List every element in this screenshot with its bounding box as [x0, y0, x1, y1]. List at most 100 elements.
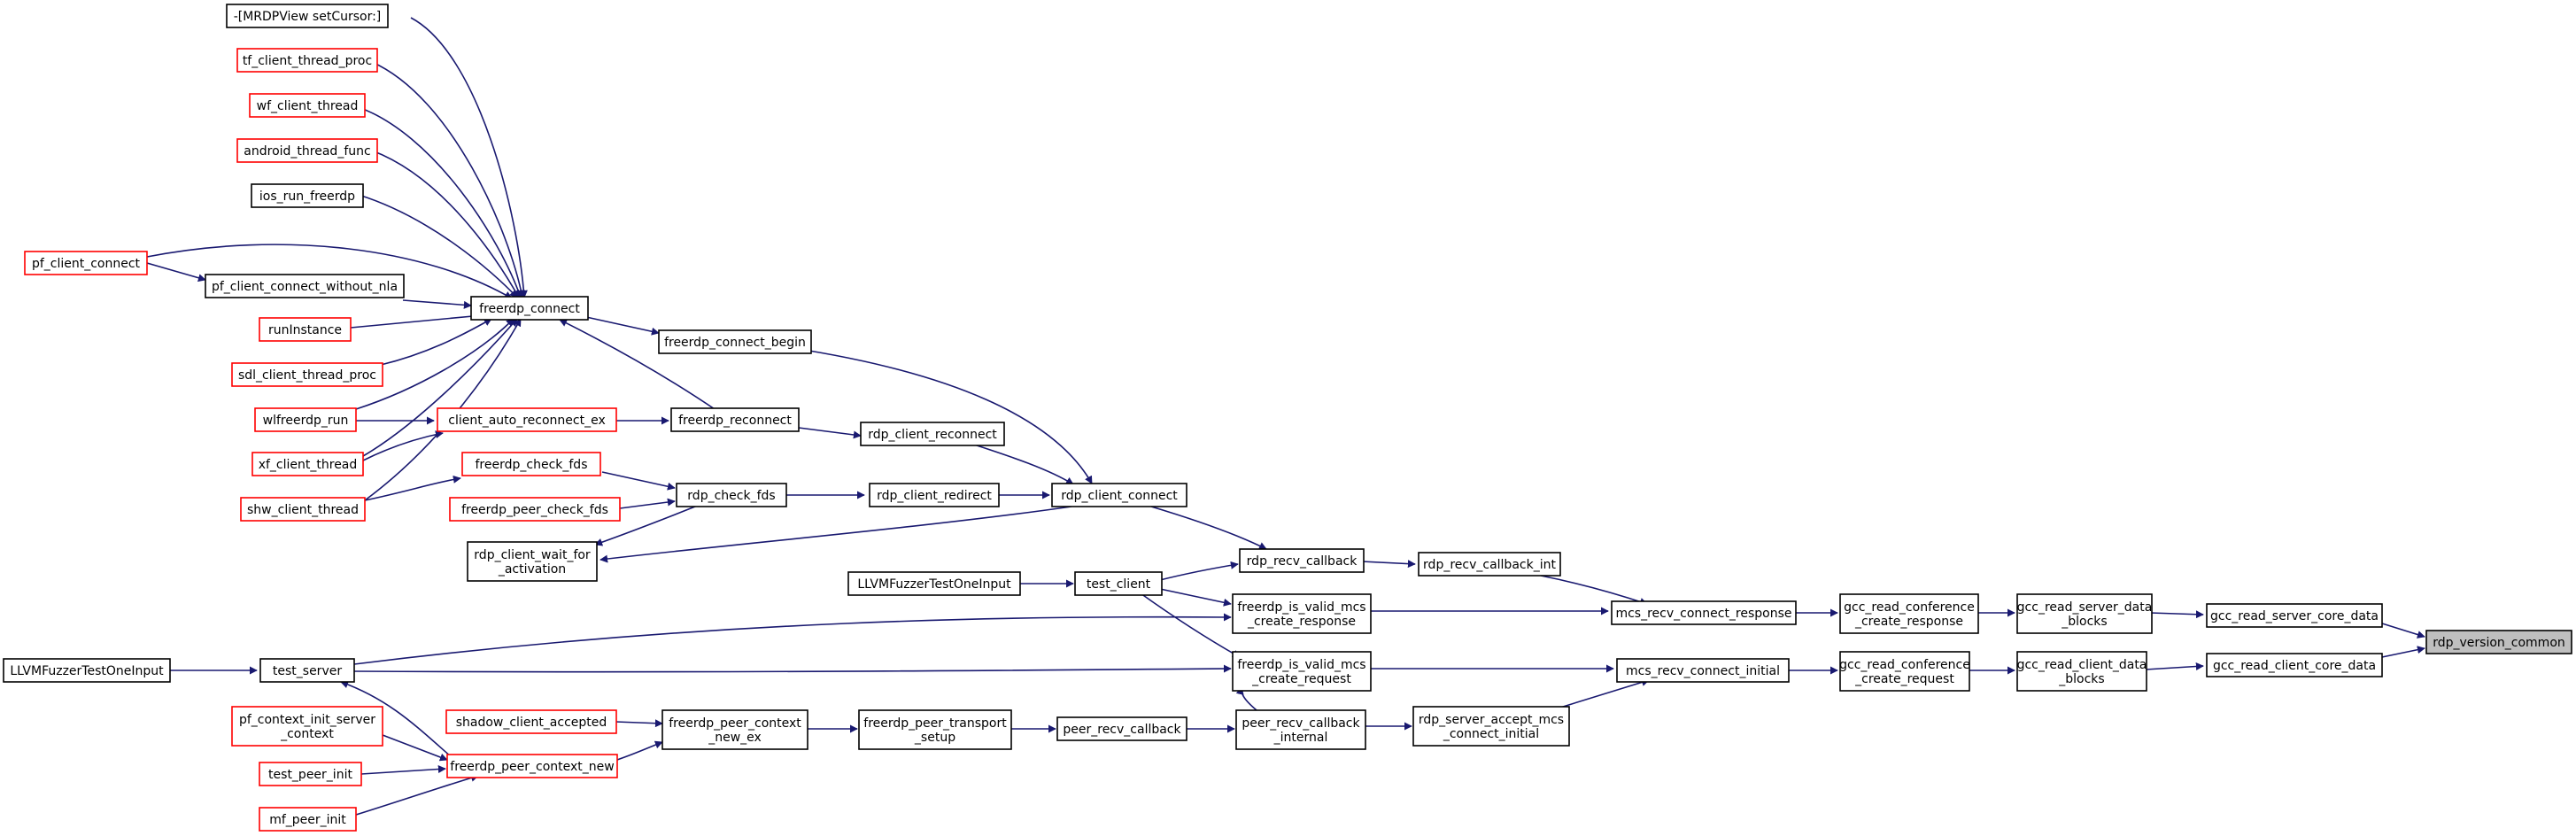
node-freerdp-peer-context-new[interactable]: freerdp_peer_context_new: [446, 754, 618, 778]
node-llvm-fuzzer-1-label: LLVMFuzzerTestOneInput: [857, 577, 1011, 592]
node-rdp-client-reconnect[interactable]: rdp_client_reconnect: [860, 422, 1005, 446]
node-rdp-recv-callback-label: rdp_recv_callback: [1247, 554, 1358, 569]
node-xf-client-thread-label: xf_client_thread: [259, 458, 358, 472]
node-sdl-client-thread-proc[interactable]: sdl_client_thread_proc: [231, 362, 383, 387]
node-rdp-recv-callback-int-box: [1418, 552, 1561, 577]
node-freerdp-peer-context-new-ex-box: [661, 709, 808, 750]
node-freerdp-check-fds[interactable]: freerdp_check_fds: [461, 452, 601, 476]
node-gcc-read-conference-create-response[interactable]: gcc_read_conference_create_response: [1839, 593, 1979, 634]
node-gcc-read-conference-create-response-label-2: _create_response: [1854, 615, 1963, 629]
node-peer-recv-callback-internal-box: [1235, 709, 1366, 750]
node-gcc-read-client-core-data[interactable]: gcc_read_client_core_data: [2206, 653, 2383, 677]
node-test-server-box: [259, 658, 355, 683]
node-shadow-client-accepted-label: shadow_client_accepted: [456, 716, 607, 730]
node-freerdp-check-fds-box: [461, 452, 601, 476]
node-gcc-read-server-core-data[interactable]: gcc_read_server_core_data: [2206, 603, 2383, 628]
node-rdp-recv-callback[interactable]: rdp_recv_callback: [1239, 548, 1365, 573]
node-shw-client-thread-label: shw_client_thread: [247, 503, 359, 517]
edge-pf-client-connect-without-nla-to-freerdp-connect: [402, 299, 472, 309]
node-rdp-version-common[interactable]: rdp_version_common: [2425, 630, 2572, 654]
node-freerdp-reconnect[interactable]: freerdp_reconnect: [670, 407, 800, 432]
node-freerdp-is-valid-mcs-create-response[interactable]: freerdp_is_valid_mcs_create_response: [1232, 593, 1372, 634]
node-wf-client-thread-box: [249, 93, 366, 118]
node-test-server[interactable]: test_server: [259, 658, 355, 683]
node-mrdp-set-cursor[interactable]: -[MRDPView setCursor:]: [226, 4, 389, 28]
node-test-peer-init-label: test_peer_init: [268, 768, 352, 782]
node-freerdp-connect[interactable]: freerdp_connect: [470, 296, 589, 321]
node-freerdp-is-valid-mcs-create-request-label-2: _create_request: [1251, 672, 1351, 686]
node-run-instance[interactable]: runInstance: [259, 317, 352, 342]
node-peer-recv-callback-label: peer_recv_callback: [1063, 723, 1181, 737]
node-freerdp-peer-context-new-ex[interactable]: freerdp_peer_context_new_ex: [661, 709, 808, 750]
node-client-auto-reconnect-ex[interactable]: client_auto_reconnect_ex: [437, 407, 617, 432]
node-rdp-client-wait-for-activation[interactable]: rdp_client_wait_for_activation: [467, 541, 598, 582]
node-shadow-client-accepted[interactable]: shadow_client_accepted: [445, 709, 617, 734]
node-xf-client-thread[interactable]: xf_client_thread: [251, 452, 364, 476]
node-gcc-read-server-data-blocks[interactable]: gcc_read_server_data_blocks: [2016, 593, 2153, 634]
node-rdp-client-connect[interactable]: rdp_client_connect: [1051, 483, 1187, 507]
node-rdp-server-accept-mcs-connect-initial-label-2: _connect_initial: [1443, 727, 1539, 741]
node-wf-client-thread[interactable]: wf_client_thread: [249, 93, 366, 118]
node-pf-client-connect-label: pf_client_connect: [32, 257, 141, 271]
node-mf-peer-init[interactable]: mf_peer_init: [259, 807, 357, 832]
edge-gcc-read-server-data-blocks-to-gcc-read-server-core-data: [2149, 610, 2204, 619]
node-test-peer-init[interactable]: test_peer_init: [259, 762, 362, 786]
edge-shw-client-thread-to-freerdp-check-fds: [364, 475, 461, 501]
node-rdp-recv-callback-int[interactable]: rdp_recv_callback_int: [1418, 552, 1561, 577]
node-freerdp-is-valid-mcs-create-response-label-1: freerdp_is_valid_mcs: [1237, 600, 1365, 615]
node-gcc-read-conference-create-request[interactable]: gcc_read_conference_create_request: [1839, 651, 1970, 692]
node-peer-recv-callback-internal-label-2: _internal: [1273, 731, 1328, 745]
node-mcs-recv-connect-initial-label: mcs_recv_connect_initial: [1626, 664, 1780, 678]
node-llvm-fuzzer-2[interactable]: LLVMFuzzerTestOneInput: [3, 658, 171, 683]
node-freerdp-peer-context-new-ex-label-2: _new_ex: [708, 731, 762, 745]
node-mcs-recv-connect-response-label: mcs_recv_connect_response: [1615, 607, 1791, 621]
node-pf-client-connect-without-nla[interactable]: pf_client_connect_without_nla: [205, 274, 405, 298]
edge-shadow-client-accepted-to-freerdp-peer-context-new-ex: [615, 719, 663, 728]
node-pf-context-init-server-context-label-1: pf_context_init_server: [239, 713, 375, 727]
node-freerdp-peer-transport-setup[interactable]: freerdp_peer_transport_setup: [858, 709, 1012, 750]
node-peer-recv-callback-internal[interactable]: peer_recv_callback_internal: [1235, 709, 1366, 750]
node-mcs-recv-connect-response[interactable]: mcs_recv_connect_response: [1611, 600, 1797, 625]
node-tf-client-thread-proc[interactable]: tf_client_thread_proc: [236, 48, 378, 73]
node-gcc-read-client-data-blocks-box: [2016, 651, 2147, 692]
node-freerdp-peer-transport-setup-label-1: freerdp_peer_transport: [863, 716, 1007, 731]
node-test-client[interactable]: test_client: [1074, 571, 1163, 596]
node-android-thread-func[interactable]: android_thread_func: [236, 138, 378, 163]
node-rdp-server-accept-mcs-connect-initial[interactable]: rdp_server_accept_mcs_connect_initial: [1412, 706, 1570, 747]
node-mcs-recv-connect-initial[interactable]: mcs_recv_connect_initial: [1616, 658, 1790, 683]
node-freerdp-connect-begin[interactable]: freerdp_connect_begin: [658, 329, 812, 354]
node-xf-client-thread-box: [251, 452, 364, 476]
node-rdp-check-fds-box: [676, 483, 787, 507]
node-client-auto-reconnect-ex-label: client_auto_reconnect_ex: [448, 414, 605, 428]
node-sdl-client-thread-proc-label: sdl_client_thread_proc: [238, 368, 376, 383]
node-freerdp-is-valid-mcs-create-request[interactable]: freerdp_is_valid_mcs_create_request: [1232, 651, 1372, 692]
node-gcc-read-client-core-data-label: gcc_read_client_core_data: [2213, 659, 2376, 673]
edge-gcc-read-server-core-data-to-rdp-version-common: [2381, 623, 2425, 639]
edge-rdp-recv-callback-to-rdp-recv-callback-int: [1361, 560, 1416, 569]
node-pf-client-connect-without-nla-box: [205, 274, 405, 298]
node-gcc-read-client-data-blocks[interactable]: gcc_read_client_data_blocks: [2016, 651, 2147, 692]
node-rdp-client-wait-for-activation-label-1: rdp_client_wait_for: [474, 548, 591, 562]
node-peer-recv-callback-box: [1056, 716, 1187, 741]
node-freerdp-connect-begin-label: freerdp_connect_begin: [664, 336, 806, 350]
node-ios-run-freerdp[interactable]: ios_run_freerdp: [251, 183, 364, 208]
node-peer-recv-callback[interactable]: peer_recv_callback: [1056, 716, 1187, 741]
node-freerdp-connect-box: [470, 296, 589, 321]
node-rdp-client-redirect[interactable]: rdp_client_redirect: [869, 483, 1000, 507]
edge-pf-client-connect-to-pf-client-connect-without-nla: [146, 262, 206, 283]
edge-freerdp-connect-begin-to-rdp-client-connect: [792, 347, 1093, 484]
node-llvm-fuzzer-1[interactable]: LLVMFuzzerTestOneInput: [847, 571, 1021, 596]
node-rdp-check-fds[interactable]: rdp_check_fds: [676, 483, 787, 507]
node-pf-client-connect[interactable]: pf_client_connect: [24, 251, 148, 275]
node-shw-client-thread[interactable]: shw_client_thread: [240, 497, 366, 522]
edges: [146, 17, 2425, 816]
node-wlfreerdp-run[interactable]: wlfreerdp_run: [254, 407, 357, 432]
node-peer-recv-callback-internal-label-1: peer_recv_callback: [1242, 716, 1360, 731]
node-gcc-read-client-core-data-box: [2206, 653, 2383, 677]
node-wf-client-thread-label: wf_client_thread: [257, 99, 359, 113]
edge-pf-context-init-server-context-to-freerdp-peer-context-new: [382, 734, 448, 762]
node-freerdp-connect-label: freerdp_connect: [479, 302, 580, 316]
node-pf-context-init-server-context[interactable]: pf_context_init_server_context: [231, 706, 383, 747]
node-freerdp-peer-check-fds[interactable]: freerdp_peer_check_fds: [449, 497, 621, 522]
